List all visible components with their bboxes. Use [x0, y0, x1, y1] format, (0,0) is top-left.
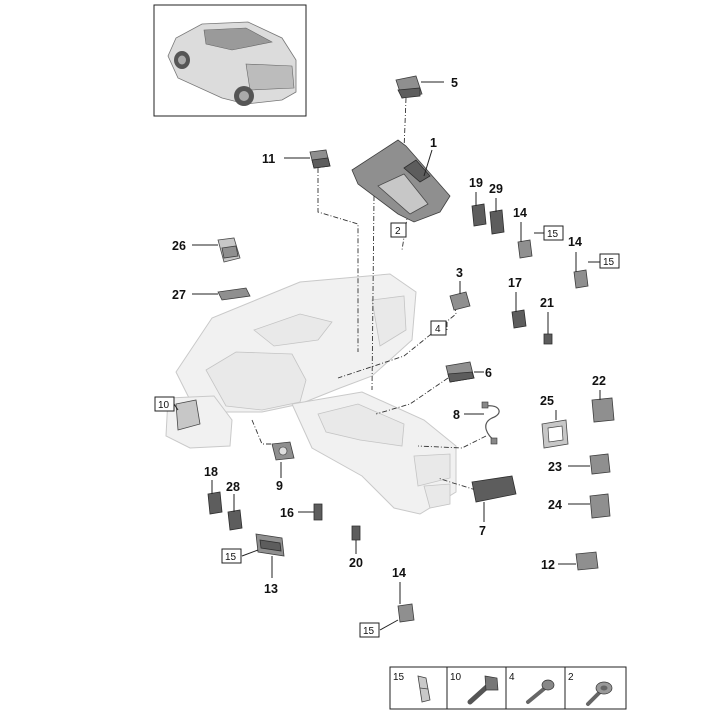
callout-23: 23 — [548, 460, 562, 474]
legend-label-15: 15 — [393, 672, 405, 683]
switch-part-17[interactable] — [511, 309, 527, 329]
vehicle-inset — [153, 4, 307, 117]
switch-part-28[interactable] — [227, 509, 243, 531]
switch-part-18[interactable] — [207, 491, 223, 515]
switch-panel-part-13[interactable] — [255, 533, 285, 557]
switch-part-3[interactable] — [449, 291, 471, 311]
callout-2: 2 — [395, 226, 401, 237]
switch-part-9[interactable] — [271, 441, 295, 461]
trim-part-27[interactable] — [217, 287, 251, 301]
callout-26: 26 — [172, 239, 186, 253]
switch-part-11[interactable] — [309, 149, 331, 169]
legend-label-2: 2 — [568, 672, 574, 683]
trim-part-7[interactable] — [471, 475, 517, 503]
callout-11: 11 — [262, 152, 275, 166]
callout-24: 24 — [548, 498, 562, 512]
callout-14-b: 14 — [568, 235, 582, 249]
callout-4: 4 — [435, 324, 441, 335]
bracket-part-26[interactable] — [217, 237, 241, 263]
callout-8: 8 — [453, 408, 460, 422]
callout-12: 12 — [541, 558, 555, 572]
switch-part-14-a[interactable] — [517, 239, 533, 259]
boxed-callouts: 2 4 10 15 15 15 15 — [154, 222, 620, 638]
callout-leaders — [173, 81, 601, 631]
dashboard-ghost — [165, 273, 457, 515]
callout-16: 16 — [280, 506, 294, 520]
switch-part-16[interactable] — [313, 503, 323, 521]
callout-18: 18 — [204, 465, 218, 479]
switch-part-20[interactable] — [351, 525, 361, 541]
callout-25: 25 — [540, 394, 554, 408]
callout-21: 21 — [540, 296, 554, 310]
bezel-part-25[interactable] — [541, 419, 569, 449]
console-trim-part-1[interactable] — [351, 139, 451, 223]
clip-nut-icon — [417, 675, 431, 703]
callout-13: 13 — [264, 582, 278, 596]
switch-part-21[interactable] — [543, 333, 553, 345]
switch-cover-part-5[interactable] — [395, 75, 423, 99]
switch-part-24[interactable] — [589, 493, 611, 519]
legend-label-4: 4 — [509, 672, 515, 683]
wiring-harness-part-8 — [481, 401, 500, 445]
callout-14-c: 14 — [392, 566, 406, 580]
callout-17: 17 — [508, 276, 522, 290]
switch-part-14-c[interactable] — [397, 603, 415, 623]
callout-14-a: 14 — [513, 206, 527, 220]
fastener-legend: 15 10 4 2 — [389, 666, 627, 710]
callout-5: 5 — [451, 76, 458, 90]
switch-part-12[interactable] — [575, 551, 599, 571]
switch-part-19[interactable] — [471, 203, 487, 227]
callout-22: 22 — [592, 374, 606, 388]
callout-15-d: 15 — [363, 626, 375, 637]
callout-15-a: 15 — [547, 229, 559, 240]
switch-part-14-b[interactable] — [573, 269, 589, 289]
control-unit-part-6[interactable] — [445, 361, 475, 383]
callout-3: 3 — [456, 266, 463, 280]
callout-6: 6 — [485, 366, 492, 380]
switch-part-22[interactable] — [591, 397, 615, 423]
bracket-part-10[interactable] — [175, 399, 201, 431]
callout-29: 29 — [489, 182, 503, 196]
bolt-icon — [467, 675, 499, 705]
callout-20: 20 — [349, 556, 363, 570]
screw-icon — [526, 679, 555, 704]
legend-label-10: 10 — [450, 672, 462, 683]
suv-illustration-icon — [167, 21, 297, 106]
callout-9: 9 — [276, 479, 283, 493]
callout-19: 19 — [469, 176, 483, 190]
callout-15-b: 15 — [603, 257, 615, 268]
callout-15-c: 15 — [225, 552, 237, 563]
washer-screw-icon — [586, 681, 613, 706]
callout-7: 7 — [479, 524, 486, 538]
switch-part-23[interactable] — [589, 453, 611, 475]
callout-labels: 1 3 5 6 7 8 9 11 12 13 14 14 14 16 17 18… — [172, 76, 606, 596]
switch-part-29[interactable] — [489, 209, 505, 235]
callout-10: 10 — [158, 400, 170, 411]
callout-27: 27 — [172, 288, 186, 302]
callout-28: 28 — [226, 480, 240, 494]
callout-1: 1 — [430, 136, 437, 150]
